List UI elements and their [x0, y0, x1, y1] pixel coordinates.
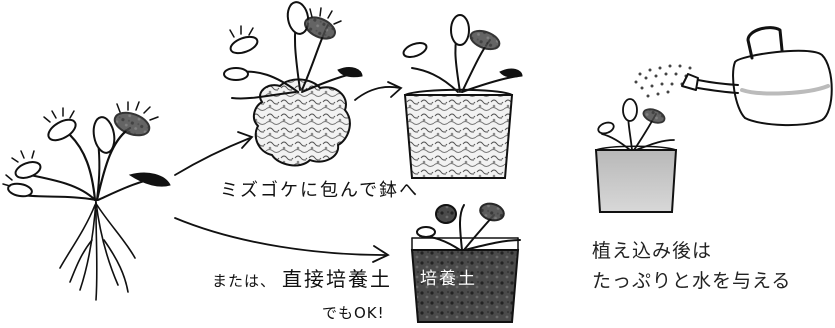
- caption-line-2: たっぷりと水を与える: [592, 270, 792, 292]
- watered-pot: [594, 98, 678, 213]
- direct-soil-label: 直接培養土: [282, 267, 392, 291]
- moss-wrapped-plant: [223, 1, 363, 167]
- ok-note-label: でもOK!: [322, 304, 385, 322]
- trap-icon: [7, 111, 151, 198]
- pot-with-soil: [410, 202, 521, 323]
- soil-tag-label: 培養土: [420, 269, 477, 289]
- watering-can-icon: [681, 26, 833, 127]
- caption-line-1: 植え込み後は: [592, 240, 713, 262]
- bare-root-plant: [2, 101, 171, 301]
- direct-prefix-label: または、: [212, 272, 276, 290]
- arrow-icon: [174, 81, 403, 263]
- pot-with-moss: [402, 14, 523, 179]
- moss-wrap-label: ミズゴケに包んで鉢へ: [220, 180, 419, 201]
- water-spray-icon: [634, 64, 692, 98]
